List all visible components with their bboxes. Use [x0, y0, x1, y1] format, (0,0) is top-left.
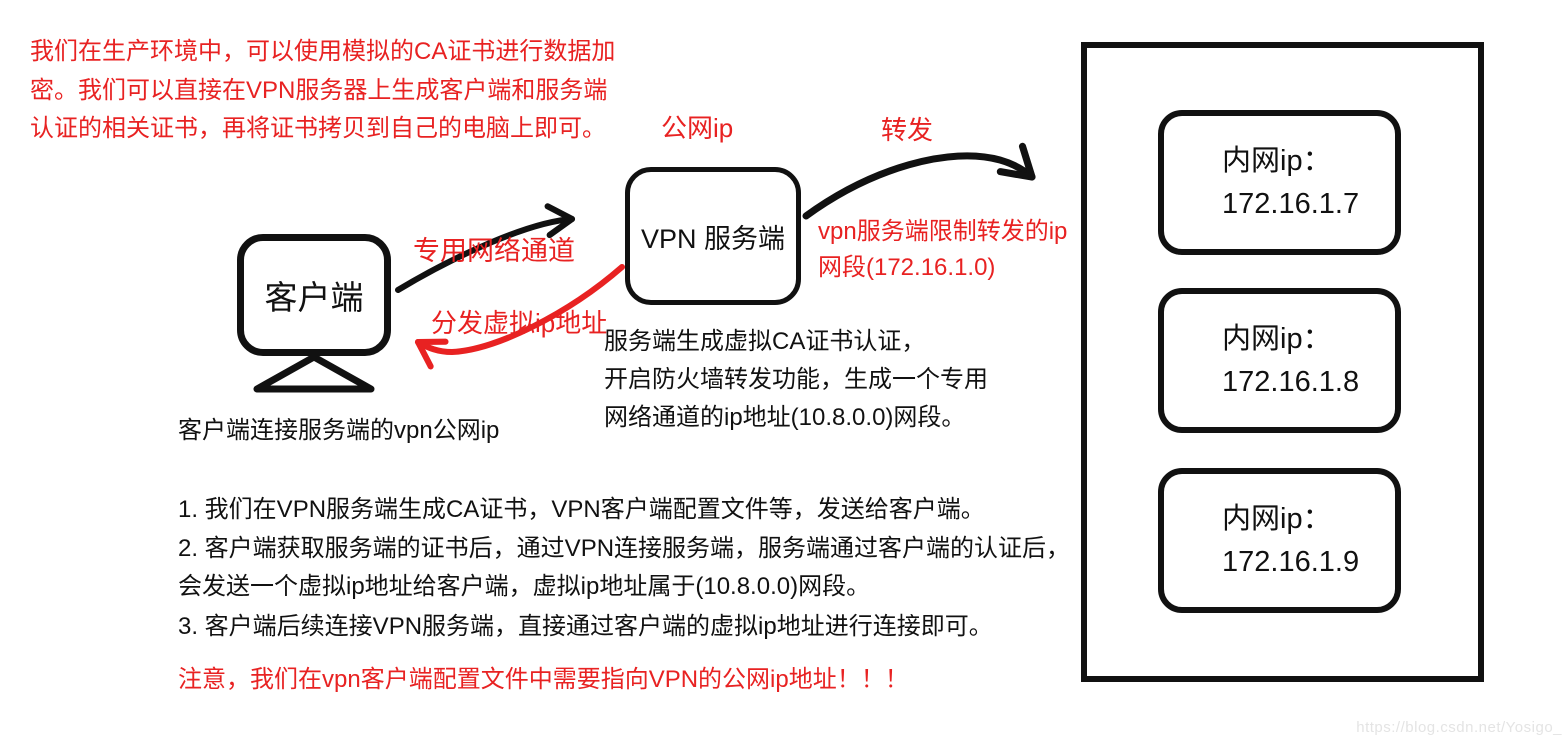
server-desc-line-1: 服务端生成虚拟CA证书认证， [604, 328, 926, 355]
warning-note: 注意，我们在vpn客户端配置文件中需要指向VPN的公网ip地址！！！ [178, 666, 909, 693]
vpn-limit-note-line-1: vpn服务端限制转发的ip [818, 218, 1068, 245]
lan-host-label: 内网ip： [1222, 322, 1332, 355]
server-desc-line-2: 开启防火墙转发功能，生成一个专用 [604, 366, 988, 393]
client-label: 客户端 [264, 279, 364, 316]
server-desc-line-3: 网络通道的ip地址(10.8.0.0)网段。 [604, 404, 966, 431]
intro-note-line-2: 密。我们可以直接在VPN服务器上生成客户端和服务端 [30, 77, 608, 104]
tunnel-arrow [395, 203, 576, 293]
lan-host-ip: 172.16.1.7 [1222, 187, 1360, 220]
vpn-server-label: VPN 服务端 [640, 223, 786, 254]
forward-label: 转发 [881, 115, 934, 145]
vpn-limit-note-line-2: 网段(172.16.1.0) [818, 254, 996, 281]
lan-host-label: 内网ip： [1222, 502, 1332, 535]
intro-note-line-3: 认证的相关证书，再将证书拷贝到自己的电脑上即可。 [30, 115, 606, 142]
lan-host-ip: 172.16.1.9 [1222, 545, 1360, 578]
client-caption: 客户端连接服务端的vpn公网ip [178, 417, 500, 444]
vpn-server-node: VPN 服务端 [625, 167, 801, 305]
intro-note-line-1: 我们在生产环境中，可以使用模拟的CA证书进行数据加 [30, 38, 616, 65]
client-monitor-stand [253, 353, 375, 393]
public-ip-label: 公网ip [661, 113, 734, 143]
step-line-2: 2. 客户端获取服务端的证书后，通过VPN连接服务端，服务端通过客户端的认证后， [178, 535, 1071, 562]
step-line-1: 1. 我们在VPN服务端生成CA证书，VPN客户端配置文件等，发送给客户端。 [178, 496, 985, 523]
step-line-3: 会发送一个虚拟ip地址给客户端，虚拟ip地址属于(10.8.0.0)网段。 [178, 573, 871, 600]
watermark: https://blog.csdn.net/Yosigo_ [1356, 719, 1562, 736]
distribute-label: 分发虚拟ip地址 [431, 308, 608, 338]
lan-host-ip: 172.16.1.8 [1222, 365, 1360, 398]
distribute-arrow [414, 264, 625, 370]
lan-host-card-3: 内网ip： 172.16.1.9 [1158, 468, 1401, 613]
tunnel-label: 专用网络通道 [413, 236, 575, 266]
lan-host-card-1: 内网ip： 172.16.1.7 [1158, 110, 1401, 255]
lan-host-label: 内网ip： [1222, 144, 1332, 177]
client-node: 客户端 [237, 234, 391, 356]
step-line-4: 3. 客户端后续连接VPN服务端，直接通过客户端的虚拟ip地址进行连接即可。 [178, 613, 993, 640]
forward-arrow [802, 142, 1036, 220]
lan-host-card-2: 内网ip： 172.16.1.8 [1158, 288, 1401, 433]
